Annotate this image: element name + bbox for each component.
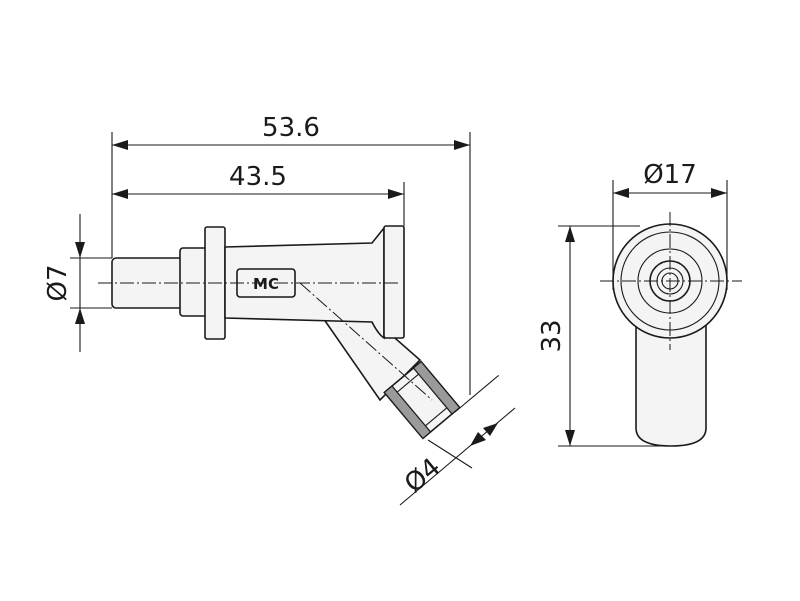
- logo-text: MC: [253, 275, 279, 293]
- dimension-cable-diameter-label: Ø4: [399, 452, 447, 499]
- angled-centerline: [299, 282, 433, 401]
- side-view: MC 53.6 43.5 Ø7: [43, 113, 516, 506]
- neck: [179, 247, 209, 317]
- dimension-overall-length: 53.6: [112, 113, 470, 150]
- dimension-pin-diameter-label: Ø7: [43, 264, 73, 301]
- dimension-pin-diameter: Ø7: [43, 214, 112, 352]
- dimension-height-label: 33: [537, 319, 567, 352]
- dimension-cap-diameter: Ø17: [613, 160, 727, 198]
- dimension-overall-length-label: 53.6: [262, 113, 320, 143]
- dimension-cap-diameter-label: Ø17: [643, 160, 697, 190]
- dimension-body-length-label: 43.5: [229, 162, 287, 192]
- end-view: Ø17 33: [537, 160, 742, 447]
- end-flange: [383, 225, 405, 339]
- dimension-height: 33: [537, 226, 575, 446]
- dimension-body-length: 43.5: [112, 162, 404, 199]
